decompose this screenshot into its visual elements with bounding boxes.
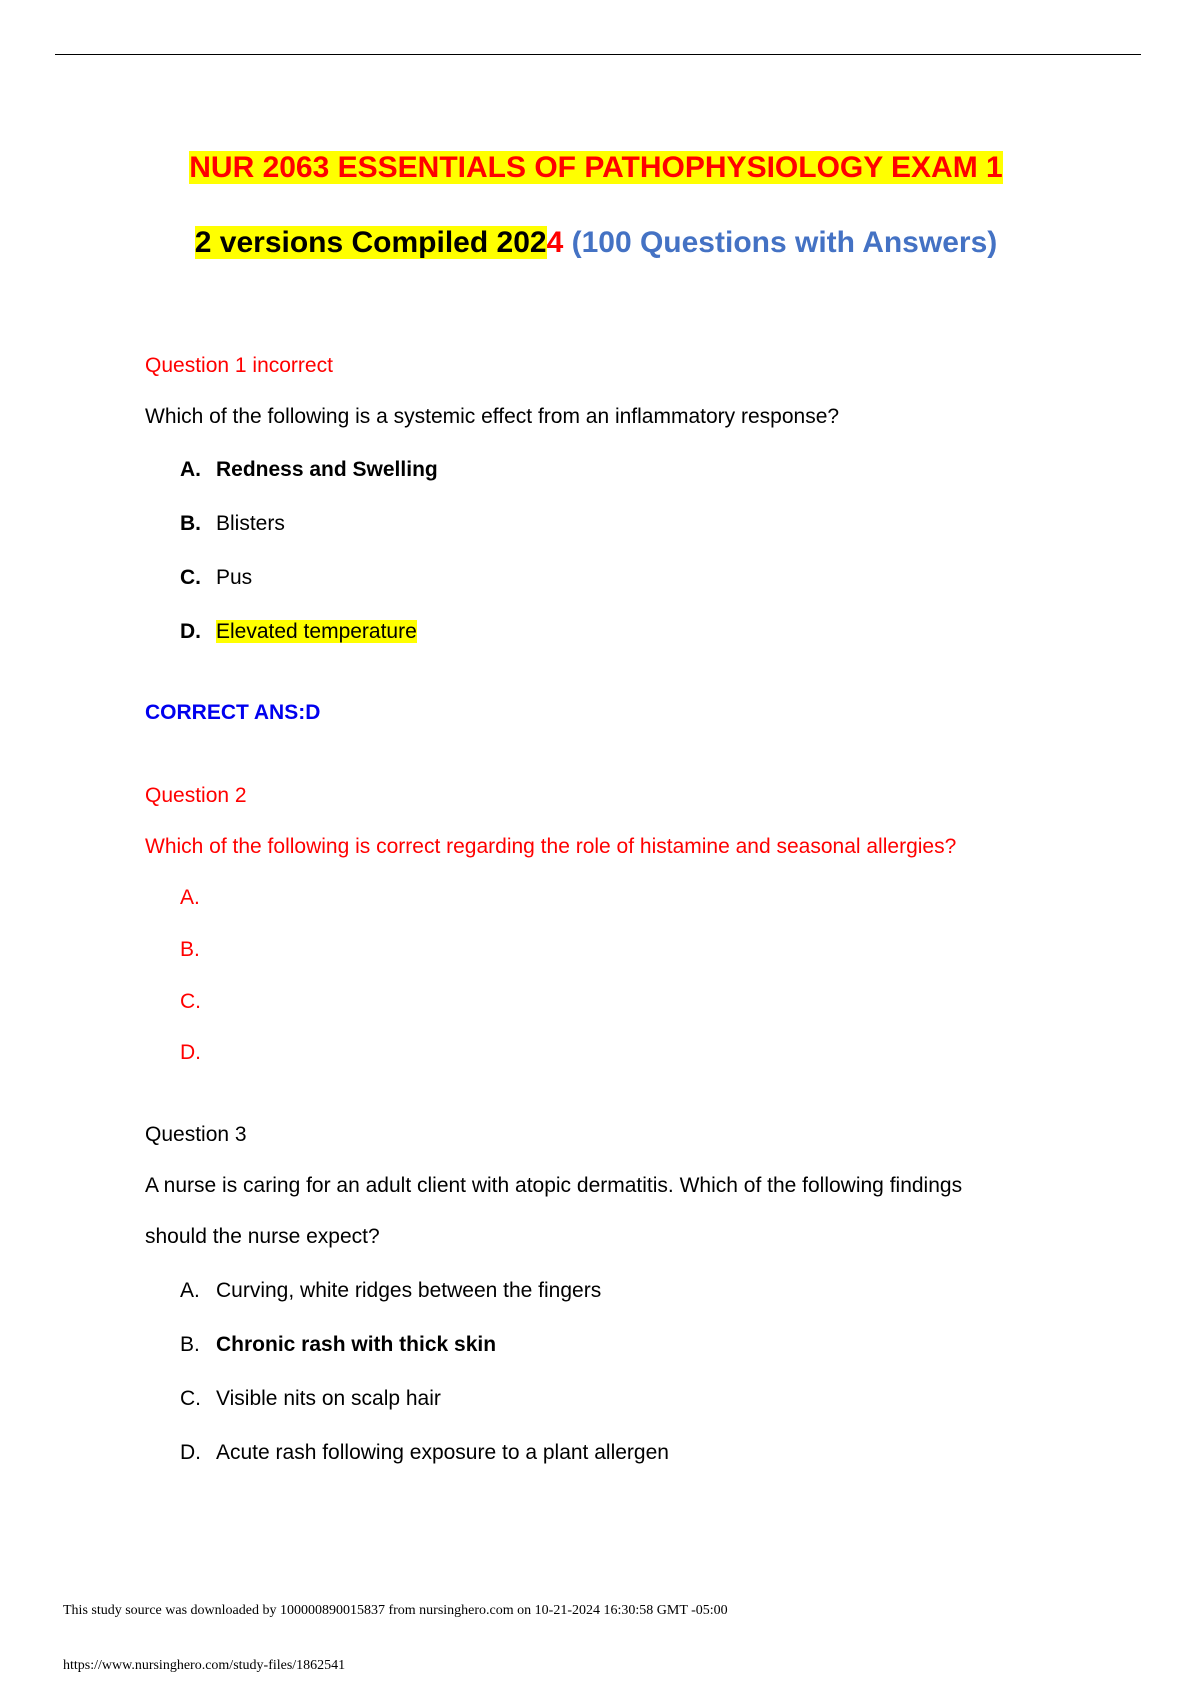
question-2-prompt: Which of the following is correct regard… (145, 835, 957, 858)
question-3-option-d: D. Acute rash following exposure to a pla… (180, 1440, 669, 1466)
option-letter: C. (180, 990, 201, 1013)
question-3-prompt-line-2: should the nurse expect? (145, 1225, 380, 1248)
question-1-prompt: Which of the following is a systemic eff… (145, 405, 840, 428)
question-1-heading: Question 1 incorrect (145, 354, 333, 377)
question-3-heading: Question 3 (145, 1123, 247, 1146)
question-1-option-c: C. Pus (180, 565, 252, 591)
question-3-prompt-line-1: A nurse is caring for an adult client wi… (145, 1174, 963, 1197)
option-text: Blisters (216, 512, 285, 535)
question-1-option-b: B. Blisters (180, 511, 285, 537)
document-title-line-2: 2 versions Compiled 2024 (100 Questions … (0, 225, 1192, 261)
question-2-option-d: D. (180, 1040, 216, 1066)
option-letter: B. (180, 938, 200, 961)
option-text: Pus (216, 566, 253, 589)
title-line-2-red: 4 (546, 226, 564, 259)
option-letter: D. (180, 1441, 201, 1464)
question-2-heading: Question 2 (145, 784, 247, 807)
question-2-option-c: C. (180, 989, 216, 1015)
footer-source-line: This study source was downloaded by 1000… (63, 1603, 728, 1618)
title-line-1-text: NUR 2063 ESSENTIALS OF PATHOPHYSIOLOGY E… (189, 151, 1003, 184)
option-text: Visible nits on scalp hair (216, 1387, 441, 1410)
question-1-correct-answer: CORRECT ANS:D (145, 701, 321, 724)
question-1-option-a: A. Redness and Swelling (180, 457, 438, 483)
question-2-option-a: A. (180, 885, 216, 911)
option-letter: D. (180, 1041, 201, 1064)
question-3-option-c: C. Visible nits on scalp hair (180, 1386, 441, 1412)
document-title-line-1: NUR 2063 ESSENTIALS OF PATHOPHYSIOLOGY E… (0, 150, 1192, 186)
option-letter: B. (180, 512, 201, 535)
question-3-option-a: A. Curving, white ridges between the fing… (180, 1278, 601, 1304)
option-letter: A. (180, 1279, 200, 1302)
option-text-highlighted: Elevated temperature (216, 620, 417, 643)
question-2-option-b: B. (180, 937, 216, 963)
option-letter: C. (180, 566, 201, 589)
option-letter: C. (180, 1387, 201, 1410)
footer-url[interactable]: https://www.nursinghero.com/study-files/… (63, 1658, 346, 1673)
option-text: Redness and Swelling (216, 458, 438, 481)
option-text: Acute rash following exposure to a plant… (216, 1441, 669, 1464)
question-3-option-b: B. Chronic rash with thick skin (180, 1332, 496, 1358)
top-rule (55, 54, 1141, 55)
option-letter: A. (180, 886, 200, 909)
title-line-2-blue: (100 Questions with Answers) (563, 226, 998, 259)
option-letter: A. (180, 458, 201, 481)
option-letter: D. (180, 620, 201, 643)
title-line-2-highlight: 2 versions Compiled 202 (194, 226, 547, 259)
question-1-option-d: D. Elevated temperature (180, 619, 417, 645)
option-text: Chronic rash with thick skin (216, 1333, 497, 1356)
option-text: Curving, white ridges between the finger… (216, 1279, 602, 1302)
option-letter: B. (180, 1333, 200, 1356)
